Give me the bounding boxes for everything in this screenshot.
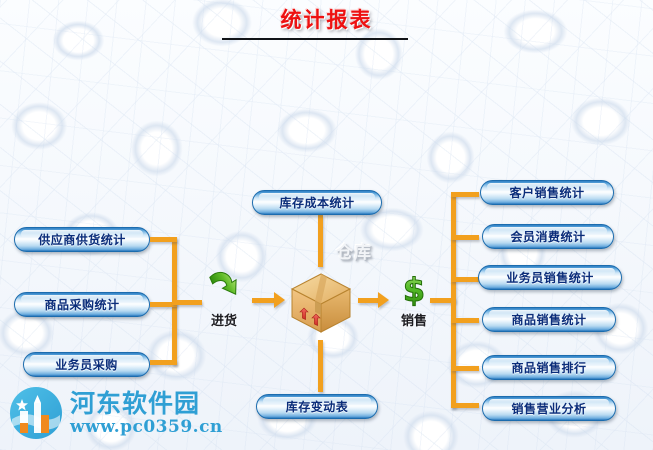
svg-text:$: $	[403, 272, 425, 308]
sales-label: 销售	[400, 314, 427, 329]
connector-left-stub-1	[150, 237, 177, 242]
report-button-label: 会员消费统计	[510, 230, 586, 244]
connector-left-stub-3	[150, 360, 177, 365]
watermark: 河东软件园 www.pc0359.cn	[8, 381, 222, 445]
arrow-head-to-sales	[378, 292, 389, 308]
watermark-url: www.pc0359.cn	[70, 416, 223, 437]
connector-inventory-cost-to-warehouse	[318, 215, 323, 267]
report-button-inventory-change-table[interactable]: 库存变动表	[256, 394, 378, 419]
inbound-label: 进货	[210, 314, 237, 329]
connector-warehouse-to-sales	[358, 298, 380, 303]
report-button-salesperson-sales-stats[interactable]: 业务员销售统计	[478, 265, 622, 290]
connector-warehouse-to-inventory-change	[318, 340, 323, 392]
green-dollar-sign-icon: $	[397, 271, 431, 310]
report-button-member-consumption-stats[interactable]: 会员消费统计	[482, 224, 614, 249]
connector-left-stub-2	[150, 302, 177, 307]
watermark-site-name: 河东软件园	[70, 388, 201, 418]
title-area: 统计报表	[0, 4, 653, 34]
connector-inbound-to-warehouse	[252, 298, 276, 303]
connector-left-to-inbound	[172, 300, 202, 305]
title-divider-rule	[222, 38, 408, 40]
report-button-label: 业务员采购	[55, 358, 118, 372]
connector-sales-to-right-bracket	[430, 298, 456, 303]
report-button-label: 商品销售排行	[511, 361, 587, 375]
connector-right-stub-4	[451, 318, 479, 323]
report-button-label: 商品采购统计	[44, 298, 120, 312]
report-button-customer-sales-stats[interactable]: 客户销售统计	[480, 180, 614, 205]
report-button-label: 商品销售统计	[511, 313, 587, 327]
watermark-text: 河东软件园 www.pc0359.cn	[70, 391, 223, 436]
connector-right-stub-3	[451, 277, 479, 282]
page-title: 统计报表	[280, 8, 373, 32]
report-button-product-purchase-stats[interactable]: 商品采购统计	[14, 292, 150, 317]
report-button-inventory-cost-stats[interactable]: 库存成本统计	[252, 190, 382, 215]
report-button-label: 销售营业分析	[511, 402, 587, 416]
cardboard-box-icon	[288, 270, 354, 336]
report-button-label: 业务员销售统计	[506, 271, 594, 285]
green-down-arrow-icon	[204, 271, 244, 305]
connector-right-stub-5	[451, 366, 479, 371]
report-button-product-sales-ranking[interactable]: 商品销售排行	[482, 355, 616, 380]
connector-right-stub-6	[451, 403, 479, 408]
report-button-sales-business-analysis[interactable]: 销售营业分析	[482, 396, 616, 421]
report-button-supplier-supply-stats[interactable]: 供应商供货统计	[14, 227, 150, 252]
warehouse-label: 仓库	[336, 243, 372, 263]
report-button-product-sales-stats[interactable]: 商品销售统计	[482, 307, 616, 332]
report-button-label: 库存变动表	[285, 400, 349, 414]
report-button-label: 库存成本统计	[279, 196, 355, 210]
report-button-salesperson-purchase[interactable]: 业务员采购	[23, 352, 150, 377]
connector-right-stub-2	[451, 235, 479, 240]
report-button-label: 供应商供货统计	[38, 233, 126, 247]
watermark-logo-icon	[8, 385, 64, 441]
connector-right-stub-1	[451, 192, 479, 197]
connector-right-bracket-spine	[451, 192, 456, 408]
arrow-head-to-warehouse	[274, 292, 285, 308]
report-button-label: 客户销售统计	[509, 186, 585, 200]
